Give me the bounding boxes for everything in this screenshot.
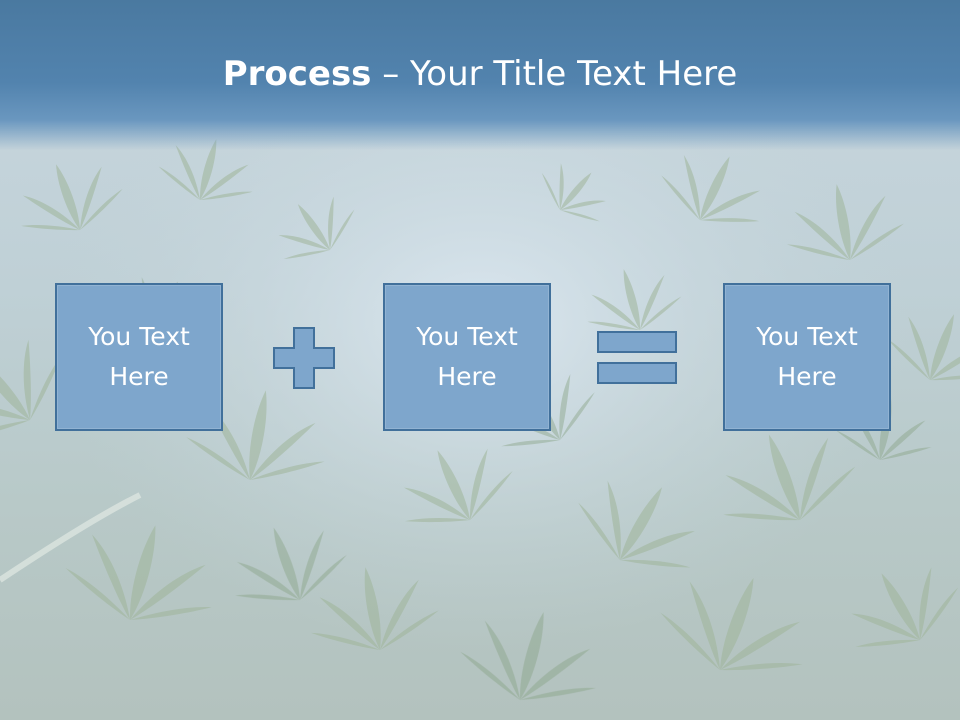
- title-bold: Process: [222, 54, 372, 94]
- title-rest: – Your Title Text Here: [371, 54, 738, 94]
- equals-icon: [597, 331, 677, 384]
- plus-icon: [273, 327, 335, 389]
- title-band: [0, 0, 960, 150]
- slide-title: Process – Your Title Text Here: [0, 52, 960, 96]
- process-box-1[interactable]: You Text Here: [55, 283, 223, 431]
- process-box-3[interactable]: You Text Here: [723, 283, 891, 431]
- process-box-2[interactable]: You Text Here: [383, 283, 551, 431]
